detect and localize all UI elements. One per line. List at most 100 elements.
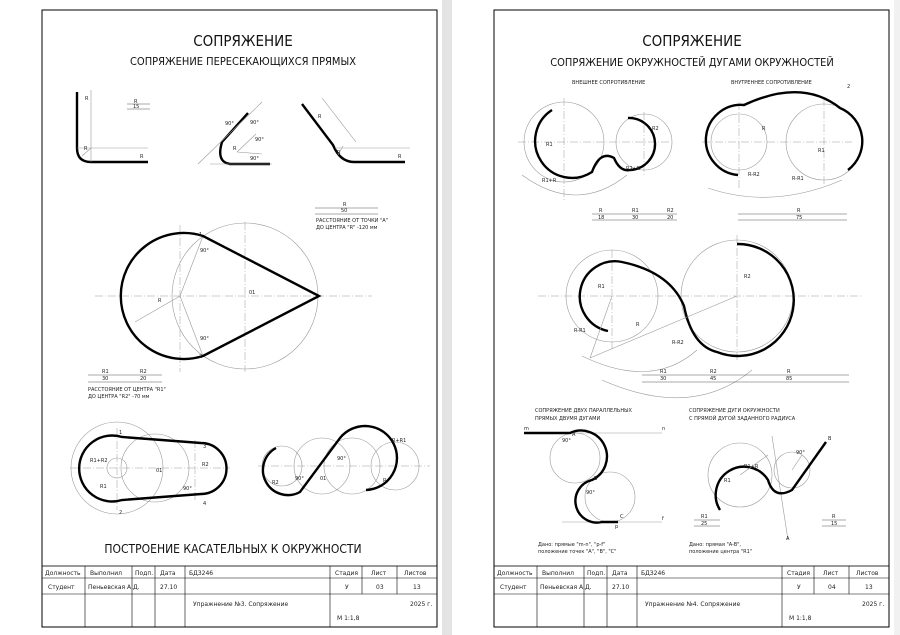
svg-text:R2: R2 xyxy=(202,462,209,468)
svg-text:R1: R1 xyxy=(102,369,109,375)
svg-text:R1: R1 xyxy=(660,369,667,375)
caption-arc-2: С ПРЯМОЙ ДУГОЙ ЗАДАННОГО РАДИУСА xyxy=(689,415,796,422)
svg-text:n: n xyxy=(662,426,665,432)
svg-text:R2: R2 xyxy=(710,369,717,375)
svg-text:45: 45 xyxy=(710,376,716,382)
svg-text:У: У xyxy=(345,584,349,591)
given-2: Дано: прямая "A-B", xyxy=(689,542,741,548)
svg-text:4: 4 xyxy=(203,501,206,507)
svg-text:B: B xyxy=(594,476,598,482)
svg-text:Пеньевская А.Д.: Пеньевская А.Д. xyxy=(540,584,592,591)
drawing-sheet-3: СОПРЯЖЕНИЕ СОПРЯЖЕНИЕ ПЕРЕСЕКАЮЩИХСЯ ПРЯ… xyxy=(0,0,442,635)
svg-text:ДО ЦЕНТРА "R" -120 мм: ДО ЦЕНТРА "R" -120 мм xyxy=(316,225,378,231)
dimension-note-1: R 50 РАССТОЯНИЕ ОТ ТОЧКИ "А" ДО ЦЕНТРА "… xyxy=(315,202,388,231)
svg-text:Студент: Студент xyxy=(500,584,527,591)
svg-text:90°: 90° xyxy=(295,476,304,482)
corner-fillet-1: R R 15 R R xyxy=(75,90,150,164)
title-block-sheet-4: Должность Выполнил Подп. Дата Студент Пе… xyxy=(493,565,890,628)
svg-text:15: 15 xyxy=(831,521,837,527)
svg-text:75: 75 xyxy=(796,215,802,221)
svg-text:90°: 90° xyxy=(183,486,192,492)
svg-text:20: 20 xyxy=(140,376,146,382)
dimension-note-2: R1 30 R2 20 РАССТОЯНИЕ ОТ ЦЕНТРА "R1" ДО… xyxy=(88,369,166,400)
svg-text:2: 2 xyxy=(199,354,202,360)
svg-text:Листов: Листов xyxy=(404,570,427,577)
given-2b: положение центра "R1" xyxy=(689,549,752,555)
svg-text:R: R xyxy=(158,298,162,304)
svg-text:Стадия: Стадия xyxy=(787,570,810,577)
svg-text:Упражнение №4. Сопряжение: Упражнение №4. Сопряжение xyxy=(645,601,740,608)
svg-text:R: R xyxy=(318,114,322,120)
svg-text:m: m xyxy=(524,426,529,432)
svg-text:Должность: Должность xyxy=(45,570,81,577)
svg-text:У: У xyxy=(797,584,801,591)
caption-arc-1: СОПРЯЖЕНИЕ ДУГИ ОКРУЖНОСТИ xyxy=(689,408,780,414)
svg-text:R1: R1 xyxy=(701,514,708,520)
tangent-construction: R 01 1 2 90° 90° xyxy=(95,222,372,372)
svg-text:A: A xyxy=(572,432,576,438)
svg-text:R1+R2: R1+R2 xyxy=(90,458,108,464)
svg-text:М 1:1,8: М 1:1,8 xyxy=(337,615,360,622)
svg-text:04: 04 xyxy=(828,584,836,591)
svg-text:R: R xyxy=(140,154,144,160)
svg-text:R: R xyxy=(85,96,89,102)
svg-text:R2: R2 xyxy=(744,274,751,280)
internal-conjugation-drawing: R R1 R-R2 R-R1 xyxy=(702,91,864,198)
svg-text:R1: R1 xyxy=(724,478,731,484)
dims-mixed: R1 30 R2 45 R 85 xyxy=(642,369,849,383)
caption-parallel-1: СОПРЯЖЕНИЕ ДВУХ ПАРАЛЛЕЛЬНЫХ xyxy=(535,408,633,414)
svg-text:01: 01 xyxy=(156,468,162,474)
svg-text:Выполнил: Выполнил xyxy=(90,570,122,577)
svg-text:1: 1 xyxy=(119,430,122,436)
svg-text:13: 13 xyxy=(865,584,873,591)
title-block-sheet-3: Должность Выполнил Подп. Дата Студент Пе… xyxy=(41,565,438,628)
dims-external: R 18 R1 30 R2 20 xyxy=(592,208,677,221)
belt-tangent-drawing: R1+R2 R1 01 R2 90° 1 2 3 4 xyxy=(70,421,230,516)
svg-text:Пеньевская А.Д.: Пеньевская А.Д. xyxy=(88,584,140,591)
svg-text:90°: 90° xyxy=(796,450,805,456)
svg-text:R: R xyxy=(337,150,341,156)
svg-text:Лист: Лист xyxy=(823,570,839,577)
svg-text:B: B xyxy=(828,436,832,442)
svg-text:R: R xyxy=(84,146,88,152)
svg-text:Дата: Дата xyxy=(612,570,628,577)
svg-text:R: R xyxy=(233,146,237,152)
svg-text:РАССТОЯНИЕ ОТ ТОЧКИ "А": РАССТОЯНИЕ ОТ ТОЧКИ "А" xyxy=(316,218,388,224)
mixed-conjugation-drawing: R1 R2 R R-R1 R-R2 xyxy=(538,235,862,399)
svg-text:R: R xyxy=(636,322,640,328)
sheet-4-drawing: СОПРЯЖЕНИЕ СОПРЯЖЕНИЕ ОКРУЖНОСТЕЙ ДУГАМИ… xyxy=(493,9,890,628)
svg-text:Выполнил: Выполнил xyxy=(542,570,574,577)
svg-text:Дата: Дата xyxy=(160,570,176,577)
svg-text:Подп.: Подп. xyxy=(587,570,605,577)
svg-text:R1: R1 xyxy=(100,484,107,490)
caption-internal: ВНУТРЕННЕЕ СОПРОТИВЛЕНИЕ xyxy=(731,80,812,86)
page-mark: 2 xyxy=(847,84,850,90)
svg-text:90°: 90° xyxy=(586,490,595,496)
svg-text:РАССТОЯНИЕ ОТ ЦЕНТРА "R1": РАССТОЯНИЕ ОТ ЦЕНТРА "R1" xyxy=(88,387,166,393)
svg-text:2025 г.: 2025 г. xyxy=(410,601,432,608)
svg-text:1: 1 xyxy=(199,232,202,238)
svg-text:R-R2: R-R2 xyxy=(672,340,684,346)
svg-text:13: 13 xyxy=(413,584,421,591)
svg-text:20: 20 xyxy=(667,215,673,221)
svg-text:Подп.: Подп. xyxy=(135,570,153,577)
svg-text:R: R xyxy=(599,208,603,214)
svg-text:C: C xyxy=(620,514,624,520)
svg-text:БДЗ246: БДЗ246 xyxy=(641,570,665,577)
svg-text:18: 18 xyxy=(598,215,604,221)
svg-text:R2: R2 xyxy=(667,208,674,214)
corner-fillet-3: R R R xyxy=(301,97,410,164)
svg-text:R2: R2 xyxy=(652,126,659,132)
svg-text:R1: R1 xyxy=(632,208,639,214)
svg-text:50: 50 xyxy=(341,208,347,214)
drawing-sheet-4: СОПРЯЖЕНИЕ СОПРЯЖЕНИЕ ОКРУЖНОСТЕЙ ДУГАМИ… xyxy=(452,0,894,635)
svg-text:R: R xyxy=(832,514,836,520)
svg-text:R+R1: R+R1 xyxy=(392,438,406,444)
svg-text:3: 3 xyxy=(203,444,206,450)
svg-text:Должность: Должность xyxy=(497,570,533,577)
svg-text:25: 25 xyxy=(701,521,707,527)
given-1b: положение точек "A", "B", "C" xyxy=(538,549,616,555)
parallel-lines-conjugation: m n p f 90° 90° B A C xyxy=(524,426,665,530)
svg-text:Лист: Лист xyxy=(371,570,387,577)
sheet-3-drawing: СОПРЯЖЕНИЕ СОПРЯЖЕНИЕ ПЕРЕСЕКАЮЩИХСЯ ПРЯ… xyxy=(41,9,438,628)
